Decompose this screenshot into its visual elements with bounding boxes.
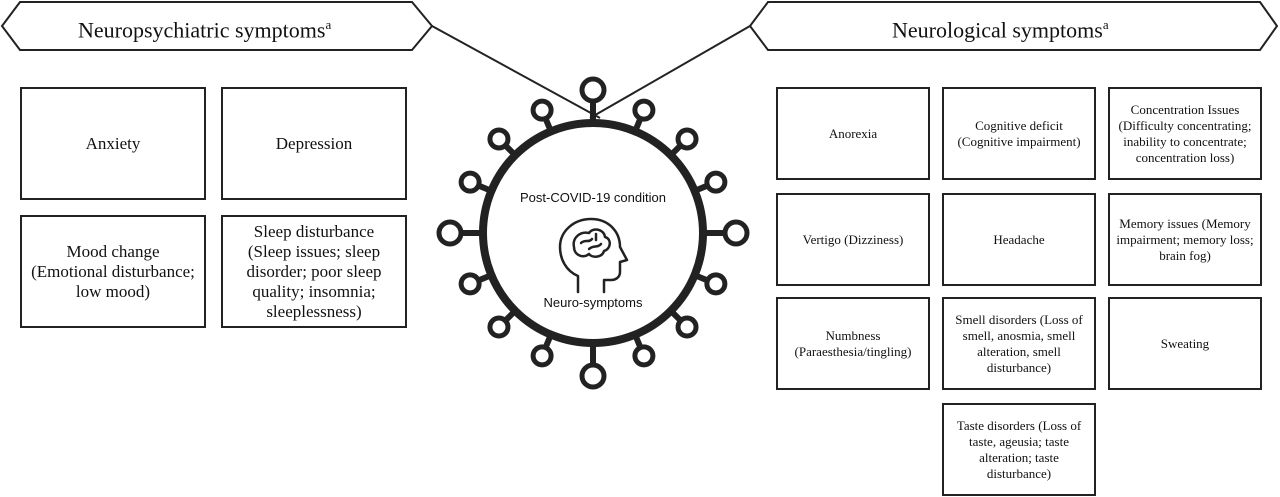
symptom-label: Sleep disturbance (Sleep issues; sleep d… (246, 221, 382, 321)
symptom-box-numbness: Numbness (Paraesthesia/tingling) (776, 297, 930, 390)
virus-spike-head (675, 315, 699, 339)
symptom-box-vertigo: Vertigo (Dizziness) (776, 193, 930, 286)
virus-spike-head (704, 170, 728, 194)
symptom-box-mood-change: Mood change (Emotional disturbance; low … (20, 215, 206, 328)
symptom-label: Numbness (Paraesthesia/tingling) (794, 327, 912, 359)
virus-spike-head (436, 219, 464, 247)
virus-spike-head (704, 272, 728, 296)
symptom-label: Taste disorders (Loss of taste, ageusia;… (956, 417, 1082, 481)
virus-spikes (436, 76, 750, 390)
virus-spike-head (675, 127, 699, 151)
symptom-label: Anorexia (828, 125, 878, 141)
symptom-box-depression: Depression (221, 87, 407, 200)
symptom-label: Smell disorders (Loss of smell, anosmia,… (955, 311, 1083, 375)
symptom-box-concentration-issues: Concentration Issues (Difficulty concent… (1108, 87, 1262, 180)
virus-spike-head (722, 219, 750, 247)
virus-spike-head (530, 344, 554, 368)
symptom-label: Memory issues (Memory impairment; memory… (1116, 215, 1254, 263)
symptom-label: Depression (275, 133, 353, 153)
virus-spike-head (487, 127, 511, 151)
right-connector-line (589, 25, 751, 119)
symptom-label: Cognitive deficit (Cognitive impairment) (957, 117, 1081, 149)
symptom-box-cognitive-deficit: Cognitive deficit (Cognitive impairment) (942, 87, 1096, 180)
symptom-label: Mood change (Emotional disturbance; low … (31, 241, 195, 301)
left-connector-line (431, 25, 601, 119)
virus-spike-head (579, 76, 607, 104)
symptom-label: Vertigo (Dizziness) (802, 231, 904, 247)
symptom-box-memory-issues: Memory issues (Memory impairment; memory… (1108, 193, 1262, 286)
symptom-box-taste-disorders: Taste disorders (Loss of taste, ageusia;… (942, 403, 1096, 496)
virus-spike-head (632, 344, 656, 368)
neuropsychiatric-heading: Neuropsychiatric symptomsa (78, 17, 332, 43)
neurological-heading: Neurological symptomsa (892, 17, 1109, 43)
virus-spike-head (530, 98, 554, 122)
symptom-box-sleep-disturbance: Sleep disturbance (Sleep issues; sleep d… (221, 215, 407, 328)
head-brain-icon (558, 217, 629, 294)
virus-spike-head (579, 362, 607, 390)
symptom-box-anorexia: Anorexia (776, 87, 930, 180)
left-banner-shape (0, 1, 434, 51)
neuro-symptoms-label: Neuro-symptoms (543, 295, 643, 310)
symptom-label: Headache (993, 231, 1045, 247)
symptom-label: Concentration Issues (Difficulty concent… (1118, 101, 1252, 165)
symptom-box-sweating: Sweating (1108, 297, 1262, 390)
symptom-label: Sweating (1160, 335, 1210, 351)
virus-spike-head (458, 170, 482, 194)
post-covid-condition-label: Post-COVID-19 condition (520, 190, 666, 205)
symptom-box-anxiety: Anxiety (20, 87, 206, 200)
virus-spike-head (458, 272, 482, 296)
symptom-box-headache: Headache (942, 193, 1096, 286)
virus-spike-head (487, 315, 511, 339)
virus-spike-head (632, 98, 656, 122)
virus-body (479, 119, 707, 347)
symptom-box-smell-disorders: Smell disorders (Loss of smell, anosmia,… (942, 297, 1096, 390)
symptom-label: Anxiety (85, 133, 141, 153)
